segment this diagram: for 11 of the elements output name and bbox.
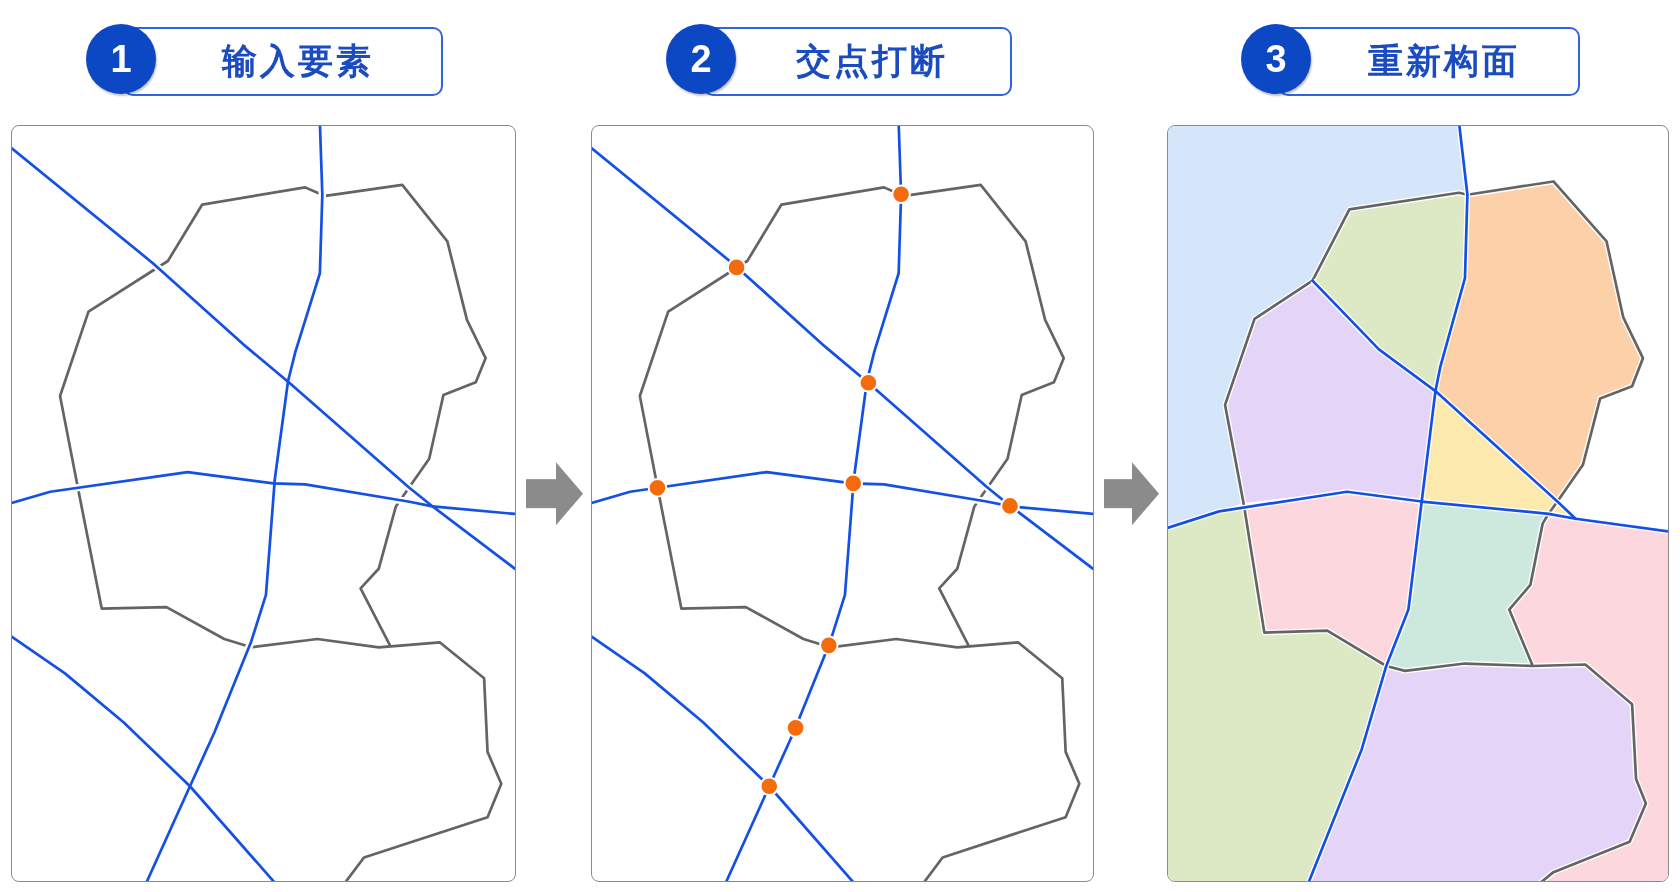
colored-polygon-map-panel	[1167, 125, 1669, 882]
step-number: 3	[1265, 40, 1287, 78]
step-title: 输入要素	[221, 44, 374, 79]
intersection-point-map-panel	[591, 125, 1094, 882]
step-number: 1	[110, 40, 132, 78]
road-line-map-panel	[11, 125, 516, 882]
arrow	[526, 462, 583, 526]
step-title: 重新构面	[1367, 44, 1520, 79]
step-number: 2	[690, 40, 712, 78]
arrow	[1104, 462, 1159, 526]
step-title: 交点打断	[796, 44, 948, 79]
